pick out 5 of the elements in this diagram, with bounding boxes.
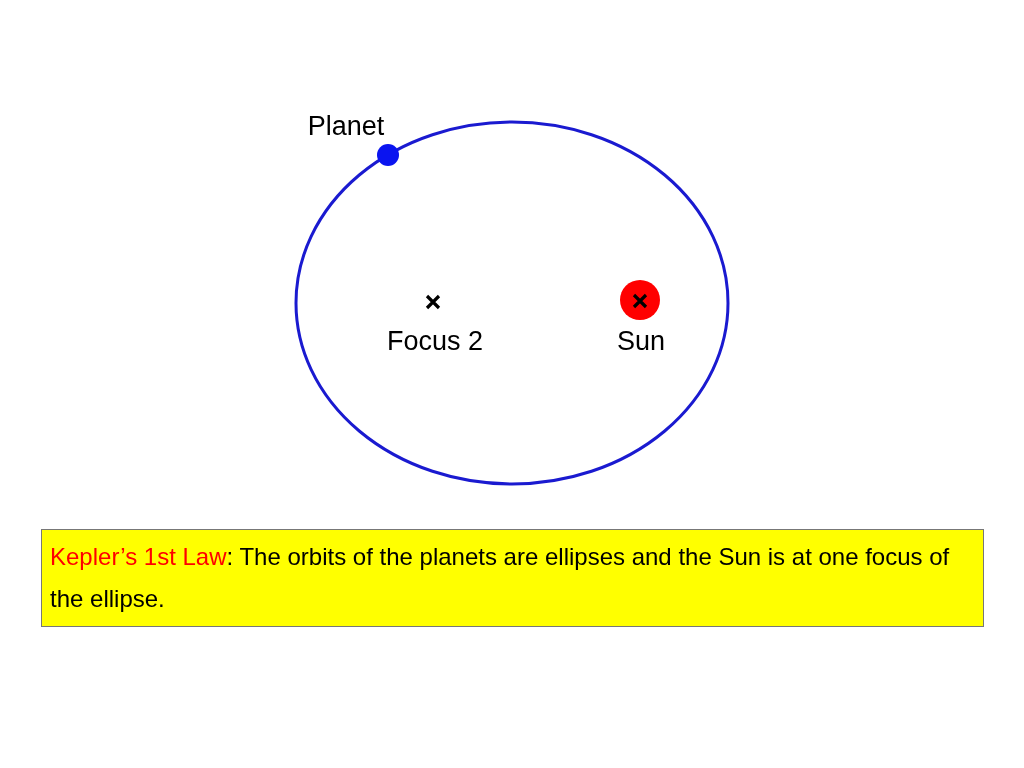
law-statement: Kepler’s 1st Law: The orbits of the planets are ellipses and the Sun is at one focus of the ellipse. [49,542,951,614]
planet-label: Planet [307,113,385,140]
focus-label: Focus 2 [386,328,483,355]
definition-panel [41,529,984,627]
sun-label: Sun [616,328,665,355]
